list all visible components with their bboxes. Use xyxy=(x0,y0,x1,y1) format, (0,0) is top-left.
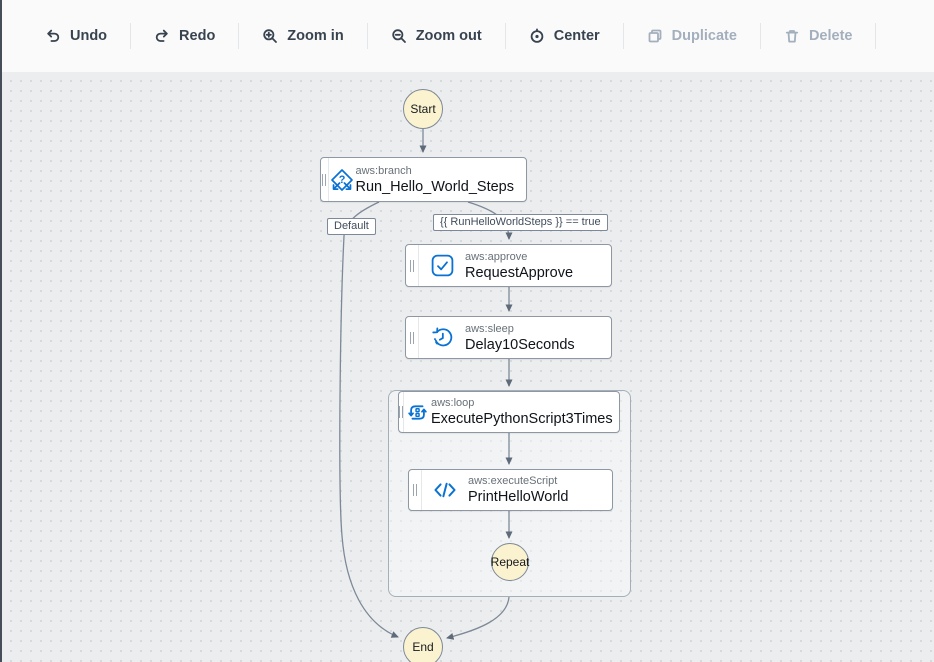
zoom-in-label: Zoom in xyxy=(287,28,343,44)
node-run-hello-world-steps[interactable]: ? aws:branch Run_Hello_World_Steps xyxy=(320,157,527,202)
zoom-out-button[interactable]: Zoom out xyxy=(368,16,505,56)
node-name: ExecutePythonScript3Times xyxy=(431,410,613,428)
redo-icon xyxy=(154,28,170,44)
start-terminal: Start xyxy=(403,89,443,129)
edge-group-to-end xyxy=(447,597,509,638)
approve-icon xyxy=(419,245,465,286)
delete-label: Delete xyxy=(809,28,853,44)
code-icon xyxy=(422,470,468,510)
node-type: aws:loop xyxy=(431,396,613,410)
zoom-out-icon xyxy=(391,28,407,44)
center-button[interactable]: Center xyxy=(506,16,623,56)
start-label: Start xyxy=(410,102,435,116)
node-type: aws:branch xyxy=(355,164,514,178)
duplicate-button: Duplicate xyxy=(624,16,760,56)
branch-icon: ? xyxy=(329,158,356,201)
drag-handle[interactable] xyxy=(409,470,422,510)
designer-toolbar: Undo Redo Zoom in xyxy=(2,0,934,72)
node-type: aws:executeScript xyxy=(468,474,568,488)
node-request-approve[interactable]: aws:approve RequestApprove xyxy=(405,244,612,287)
node-execute-python-script-3-times[interactable]: aws:loop ExecutePythonScript3Times xyxy=(398,391,620,433)
center-icon xyxy=(529,28,545,44)
node-name: PrintHelloWorld xyxy=(468,488,568,506)
drag-handle[interactable] xyxy=(321,158,329,201)
node-name: RequestApprove xyxy=(465,264,573,282)
redo-label: Redo xyxy=(179,28,215,44)
repeat-terminal: Repeat xyxy=(491,543,529,581)
condition-branch-label: {{ RunHelloWorldSteps }} == true xyxy=(433,214,608,231)
node-print-hello-world[interactable]: aws:executeScript PrintHelloWorld xyxy=(408,469,613,511)
duplicate-label: Duplicate xyxy=(672,28,737,44)
repeat-label: Repeat xyxy=(491,555,530,569)
node-type: aws:approve xyxy=(465,250,573,264)
delete-button: Delete xyxy=(761,16,876,56)
undo-icon xyxy=(45,28,61,44)
default-branch-label: Default xyxy=(327,218,376,235)
delete-icon xyxy=(784,28,800,44)
redo-button[interactable]: Redo xyxy=(131,16,238,56)
loop-icon xyxy=(404,392,431,432)
edge-branch-default-to-end xyxy=(340,202,398,637)
workflow-canvas[interactable]: Start Repeat End Default {{ RunHelloWorl… xyxy=(2,72,934,662)
drag-handle[interactable] xyxy=(406,317,419,358)
zoom-in-button[interactable]: Zoom in xyxy=(239,16,366,56)
center-label: Center xyxy=(554,28,600,44)
undo-button[interactable]: Undo xyxy=(22,16,130,56)
end-label: End xyxy=(412,640,433,654)
zoom-in-icon xyxy=(262,28,278,44)
node-name: Run_Hello_World_Steps xyxy=(355,178,514,196)
node-delay-10-seconds[interactable]: aws:sleep Delay10Seconds xyxy=(405,316,612,359)
sleep-icon xyxy=(419,317,465,358)
end-terminal: End xyxy=(403,627,443,662)
toolbar-separator xyxy=(875,23,876,49)
duplicate-icon xyxy=(647,28,663,44)
undo-label: Undo xyxy=(70,28,107,44)
drag-handle[interactable] xyxy=(406,245,419,286)
node-name: Delay10Seconds xyxy=(465,336,575,354)
node-type: aws:sleep xyxy=(465,322,575,336)
zoom-out-label: Zoom out xyxy=(416,28,482,44)
